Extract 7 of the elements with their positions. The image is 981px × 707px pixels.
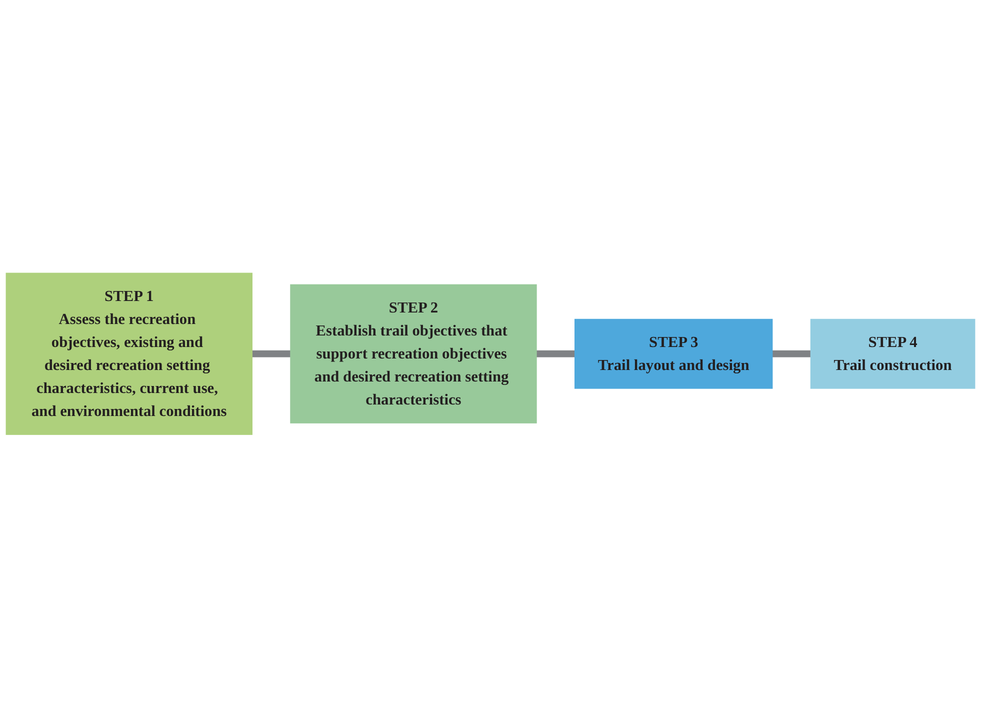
node-box: STEP 2 Establish trail objectives that support recreation objectives and desired recreation setting characteristics (290, 284, 537, 424)
node-box: STEP 3 Trail layout and design (574, 318, 773, 388)
connector (252, 350, 291, 357)
connector (536, 350, 575, 357)
node-box: STEP 4 Trail construction (810, 318, 976, 388)
connector (772, 350, 811, 357)
node-box: STEP 1 Assess the recreation objectives, existing and desired recreation setting characteristics, current use, and environmental conditions (6, 272, 252, 435)
